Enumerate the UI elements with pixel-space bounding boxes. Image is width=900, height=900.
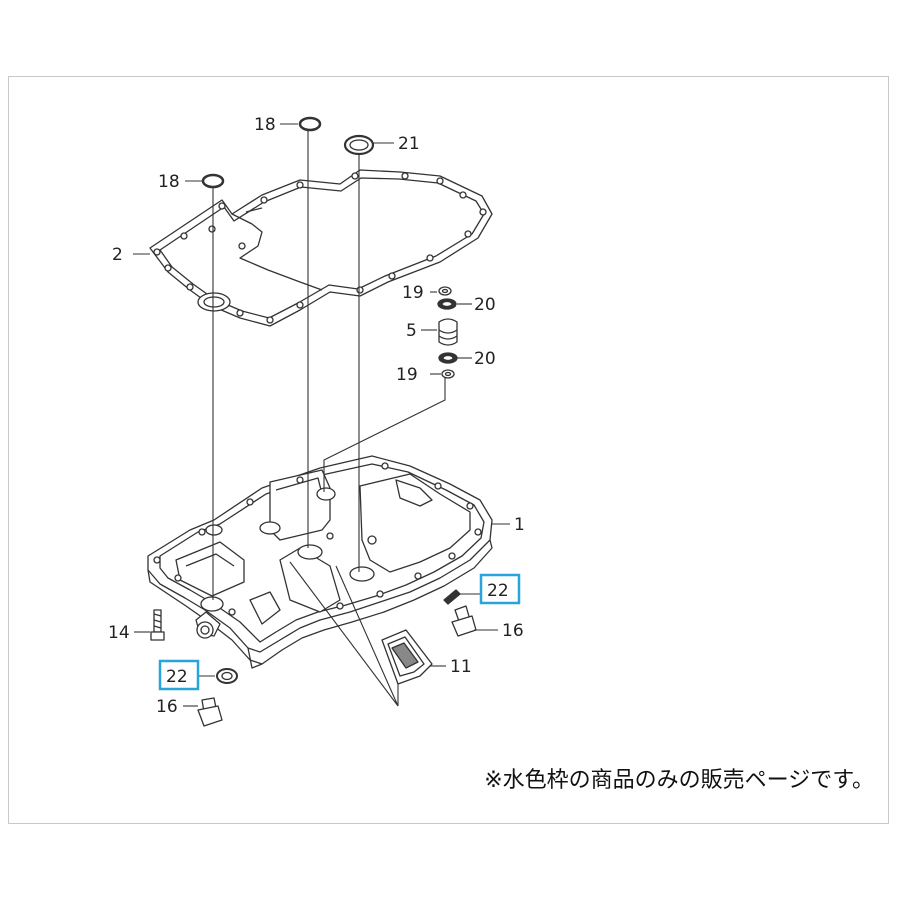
strainer-plate (381, 629, 433, 685)
leader-lines (133, 123, 510, 707)
part-label-19-lower: 19 (396, 365, 418, 385)
diagram-frame (8, 76, 889, 824)
bolt (150, 609, 165, 641)
part-label-1: 1 (514, 515, 525, 535)
part-label-16-right: 16 (502, 621, 524, 641)
o-rings (201, 116, 375, 189)
part-label-18-top: 18 (254, 115, 276, 135)
part-label-19-upper: 19 (402, 283, 424, 303)
relief-valve-parts (437, 286, 458, 379)
highlighted-part-22-right: 22 (479, 573, 521, 605)
part-label-20-upper: 20 (474, 295, 496, 315)
part-label-16-left: 16 (156, 697, 178, 717)
part-label-14: 14 (108, 623, 130, 643)
oil-pan-body (147, 455, 493, 669)
washers (216, 589, 461, 684)
part-label-18-left: 18 (158, 172, 180, 192)
part-label-21: 21 (398, 134, 420, 154)
part-label-20-lower: 20 (474, 349, 496, 369)
sales-note: ※水色枠の商品のみの販売ページです。 (484, 768, 874, 793)
part-label-22-right: 22 (487, 581, 509, 601)
part-label-22-left: 22 (166, 667, 188, 687)
part-label-5: 5 (406, 321, 417, 341)
part-label-2: 2 (112, 245, 123, 265)
oil-pan-gasket (149, 169, 493, 327)
alignment-lines (212, 128, 446, 707)
part-label-11: 11 (450, 657, 472, 677)
highlighted-part-22-left: 22 (158, 659, 200, 691)
